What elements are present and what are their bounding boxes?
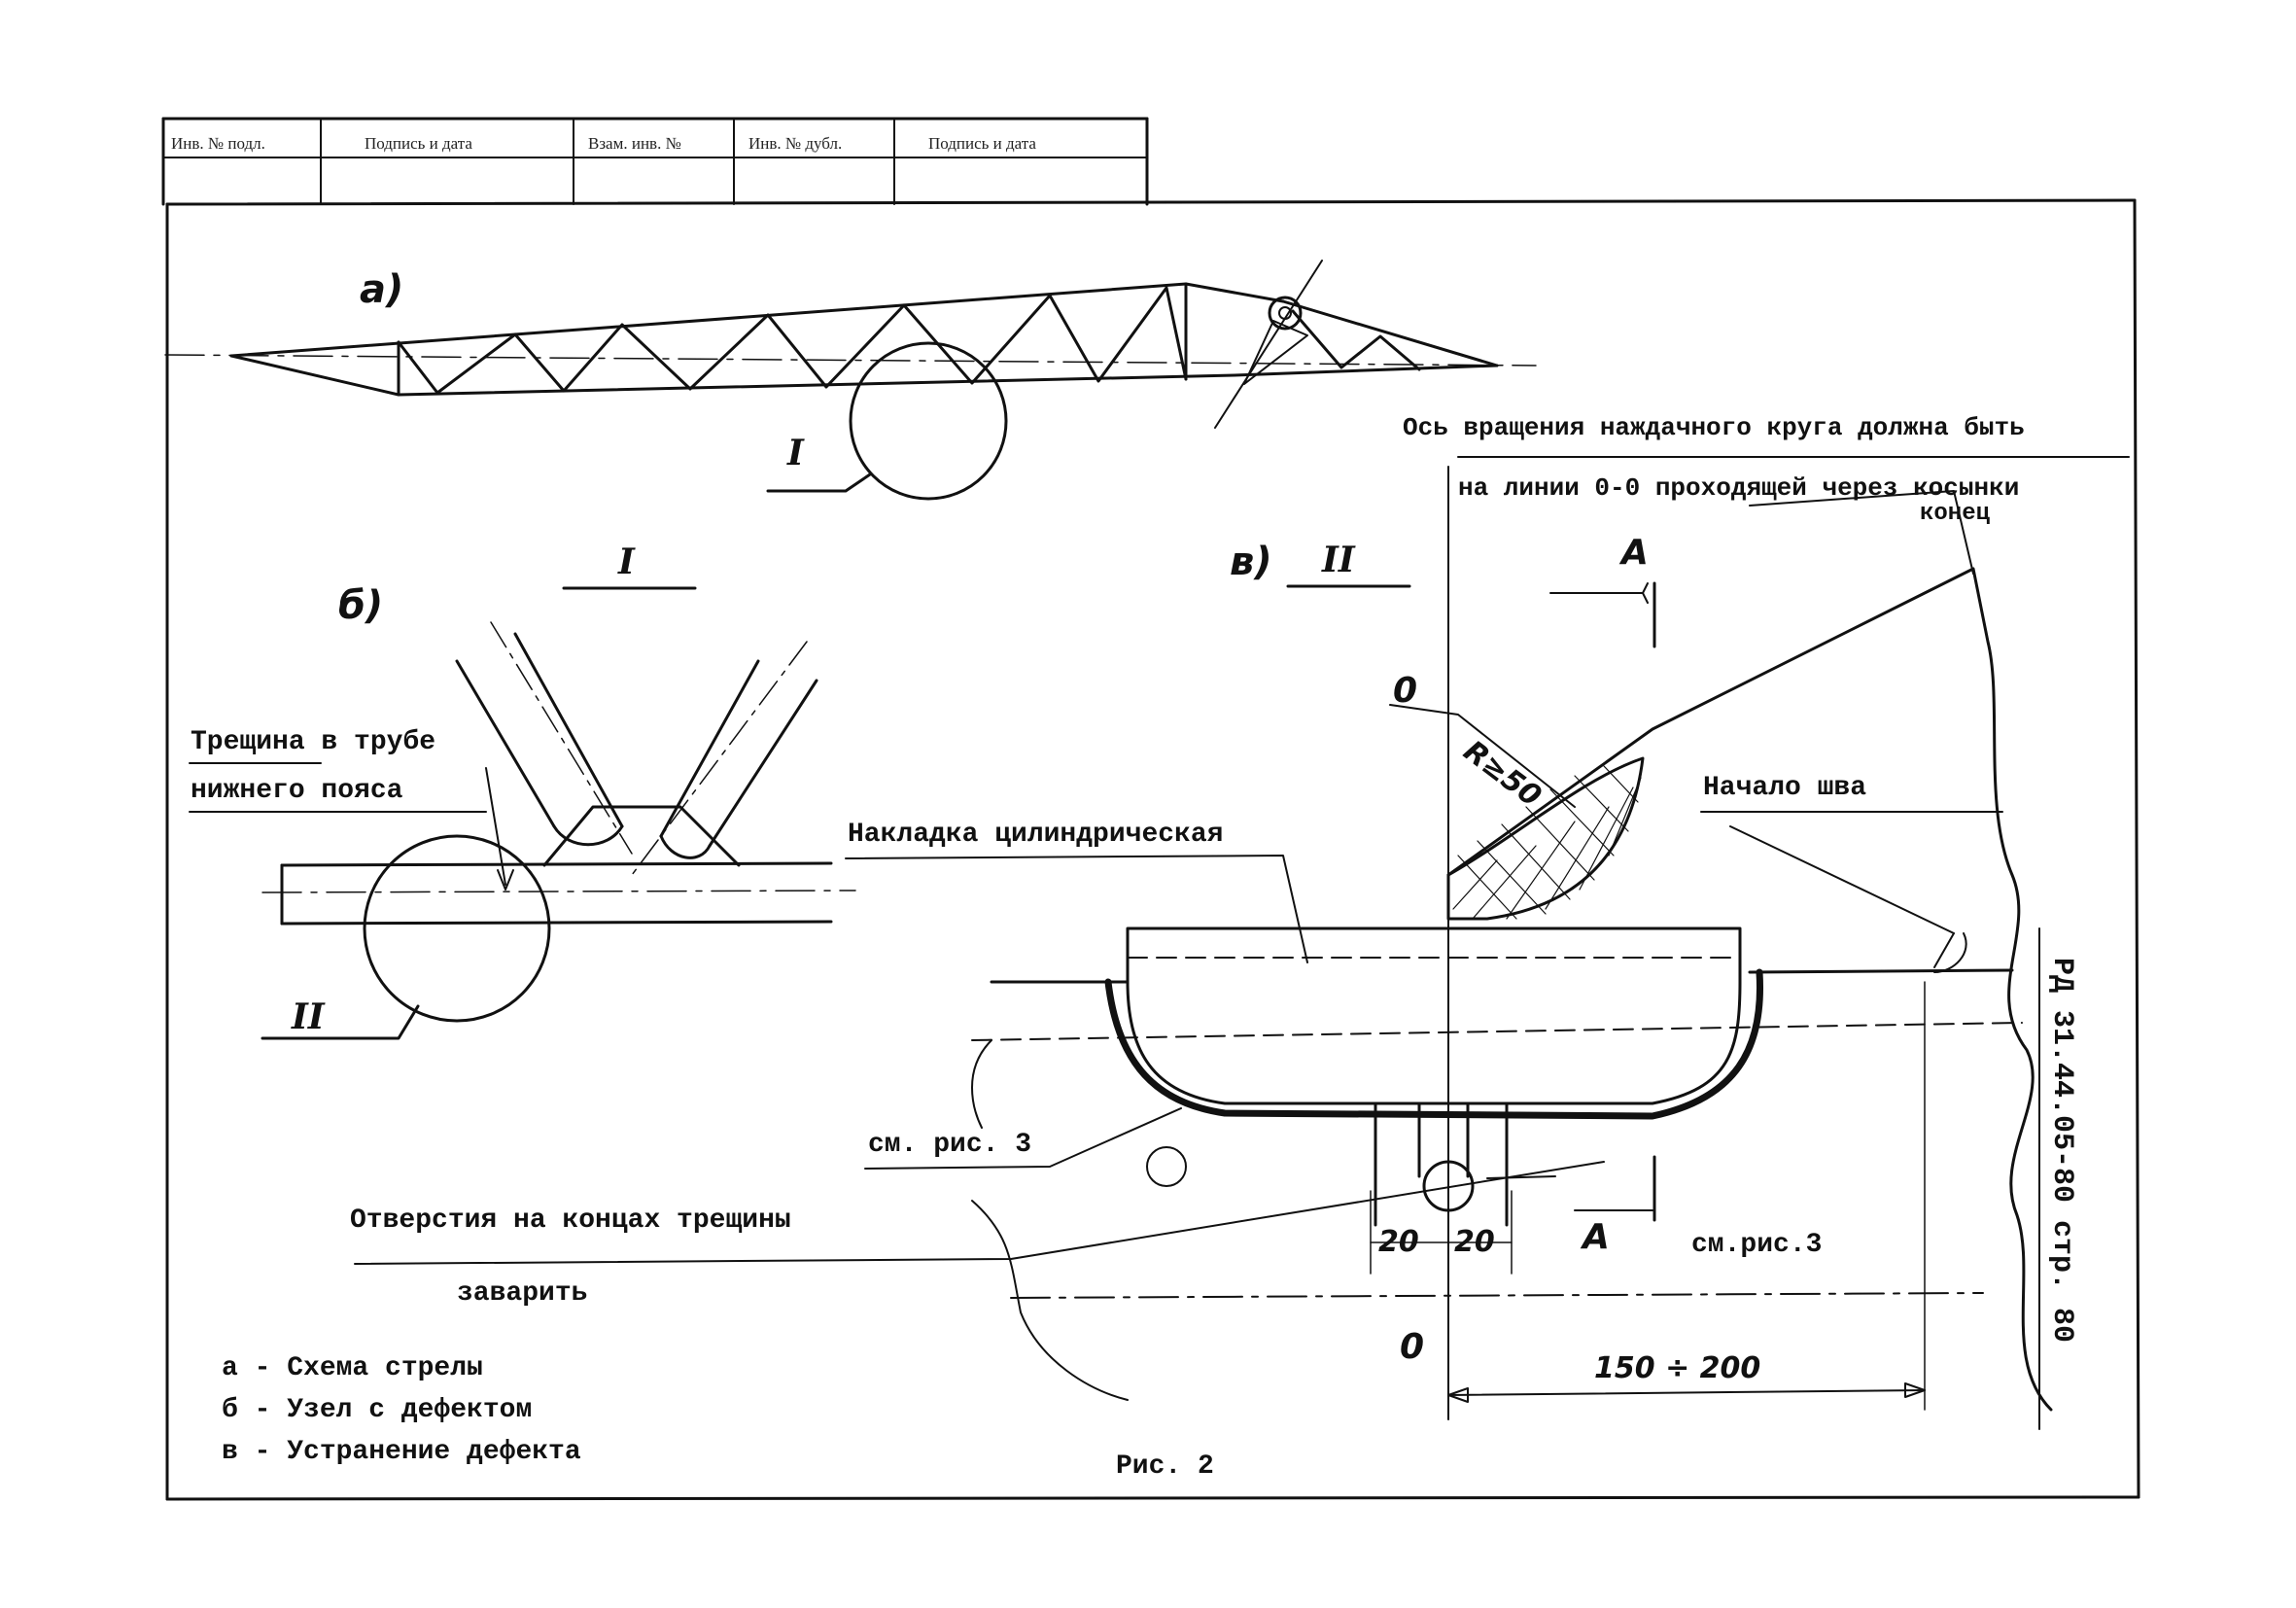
section-A-bottom: A xyxy=(1583,1217,1610,1257)
axis-note-line2: на линии 0-0 проходящей через косынки xyxy=(1458,473,2020,503)
legend-item-a: а - Схема стрелы xyxy=(222,1353,483,1383)
see-fig-left: см. рис. 3 xyxy=(868,1130,1032,1160)
title-block-header-3: Взам. инв. № xyxy=(588,134,681,153)
defect-elimination xyxy=(354,456,2130,1420)
axis-note-line3: конец xyxy=(1920,501,1991,527)
view-I-title: I xyxy=(618,542,635,582)
sheet-frame xyxy=(165,198,2140,1501)
dimension-20-left: 20 xyxy=(1378,1225,1419,1259)
crack-label-line1: Трещина в трубе xyxy=(191,727,436,757)
title-block-frame xyxy=(161,117,1149,206)
label-b: б) xyxy=(338,583,384,628)
axis-zero-top: 0 xyxy=(1393,671,1418,711)
legend-item-v: в - Устранение дефекта xyxy=(222,1437,581,1467)
legend-item-b: б - Узел с дефектом xyxy=(222,1395,533,1425)
detail-I-label: I xyxy=(787,433,804,473)
dimension-150-200: 150 ÷ 200 xyxy=(1594,1351,1761,1385)
boom-truss xyxy=(164,260,1537,501)
detail-II-label: II xyxy=(292,996,325,1037)
overlay-label: Накладка цилиндрическая xyxy=(848,820,1224,850)
axis-note-line1: Ось вращения наждачного круга должна быт… xyxy=(1403,413,2025,442)
axis-zero-bottom: 0 xyxy=(1400,1327,1425,1367)
title-block-header-5: Подпись и дата xyxy=(928,134,1036,153)
weld-start-label: Начало шва xyxy=(1703,773,1867,803)
crack-label-line2: нижнего пояса xyxy=(191,776,403,806)
node-with-defect xyxy=(189,621,856,1040)
title-block-header-2: Подпись и дата xyxy=(365,134,472,153)
dimension-20-right: 20 xyxy=(1454,1225,1495,1259)
see-fig-right: см.рис.3 xyxy=(1691,1230,1823,1260)
holes-note-line1: Отверстия на концах трещины xyxy=(350,1206,791,1236)
title-block-header-4: Инв. № дубл. xyxy=(748,134,843,153)
section-A-top: A xyxy=(1621,533,1649,573)
label-a: а) xyxy=(360,267,404,312)
label-v: в) xyxy=(1230,540,1272,584)
holes-note-line2: заварить xyxy=(457,1278,588,1309)
title-block-header-1: Инв. № подл. xyxy=(171,134,265,153)
view-II-title: II xyxy=(1322,540,1355,580)
figure-caption: Рис. 2 xyxy=(1116,1451,1214,1482)
document-code: РД 31.44.05-80 стр. 80 xyxy=(2045,958,2078,1344)
